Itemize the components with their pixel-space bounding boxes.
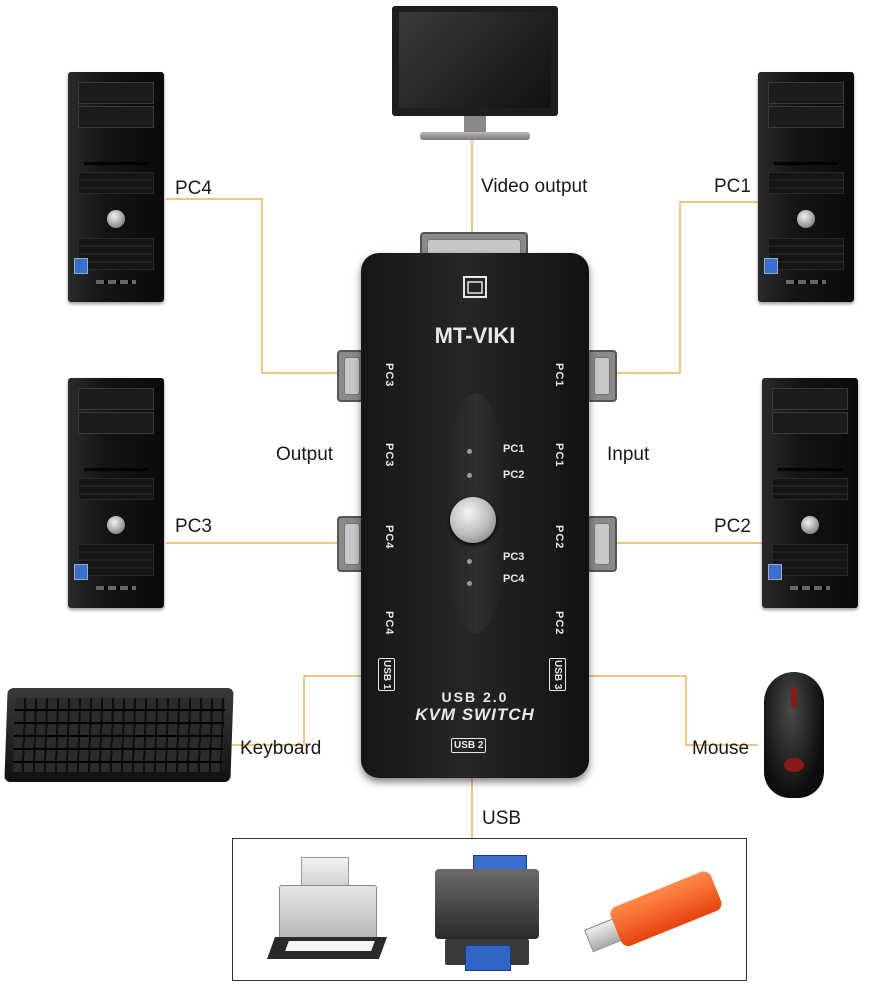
pc2-label: PC2 xyxy=(714,516,751,537)
led-label: PC1 xyxy=(503,443,525,455)
printer-icon xyxy=(266,857,389,967)
port-label: PC4 xyxy=(383,525,395,550)
video-output-label: Video output xyxy=(481,176,588,197)
led-pc4 xyxy=(467,581,472,586)
usb-devices-box xyxy=(232,838,747,981)
led-label: PC2 xyxy=(503,469,525,481)
port-label: PC4 xyxy=(383,611,395,636)
port-label: PC3 xyxy=(383,363,395,388)
pc3-label: PC3 xyxy=(175,516,212,537)
led-label: PC4 xyxy=(503,573,525,585)
keyboard-label: Keyboard xyxy=(240,738,322,759)
pc4-label: PC4 xyxy=(175,178,212,199)
pc4-tower xyxy=(68,72,164,302)
pc1-label: PC1 xyxy=(714,176,751,197)
usb-label: USB xyxy=(482,808,522,829)
usb2-port-label: USB 2 xyxy=(451,738,487,753)
led-pc1 xyxy=(467,449,472,454)
vga-pc2-connector xyxy=(587,516,617,572)
port-label: PC1 xyxy=(553,363,565,388)
output-label: Output xyxy=(276,444,334,465)
monitor xyxy=(392,6,558,140)
switch-button[interactable] xyxy=(450,497,496,543)
mouse-device xyxy=(764,672,824,798)
port-label: PC1 xyxy=(553,443,565,468)
led-pc2 xyxy=(467,473,472,478)
led-label: PC3 xyxy=(503,551,525,563)
led-pc3 xyxy=(467,559,472,564)
kvm-model-line1: USB 2.0 xyxy=(441,689,509,705)
port-label: PC2 xyxy=(553,611,565,636)
monitor-logo-icon xyxy=(463,276,487,298)
port-label: PC2 xyxy=(553,525,565,550)
keyboard-device xyxy=(4,688,234,782)
pc3-tower xyxy=(68,378,164,608)
usb1-port-label: USB 1 xyxy=(378,658,395,692)
input-label: Input xyxy=(607,444,650,465)
usb-flash-drive-icon xyxy=(579,865,728,964)
pc2-tower xyxy=(762,378,858,608)
pc1-tower xyxy=(758,72,854,302)
kvm-brand: MT-VIKI xyxy=(434,323,516,348)
printer-icon xyxy=(435,855,539,971)
mouse-label: Mouse xyxy=(692,738,750,759)
kvm-switch: MT-VIKI PC3 PC3 PC4 PC4 PC1 PC1 PC2 PC2 … xyxy=(361,253,589,778)
port-label: PC3 xyxy=(383,443,395,468)
usb3-port-label: USB 3 xyxy=(549,658,566,692)
kvm-model-line2: KVM SWITCH xyxy=(415,705,535,724)
vga-pc1-connector xyxy=(587,350,617,402)
